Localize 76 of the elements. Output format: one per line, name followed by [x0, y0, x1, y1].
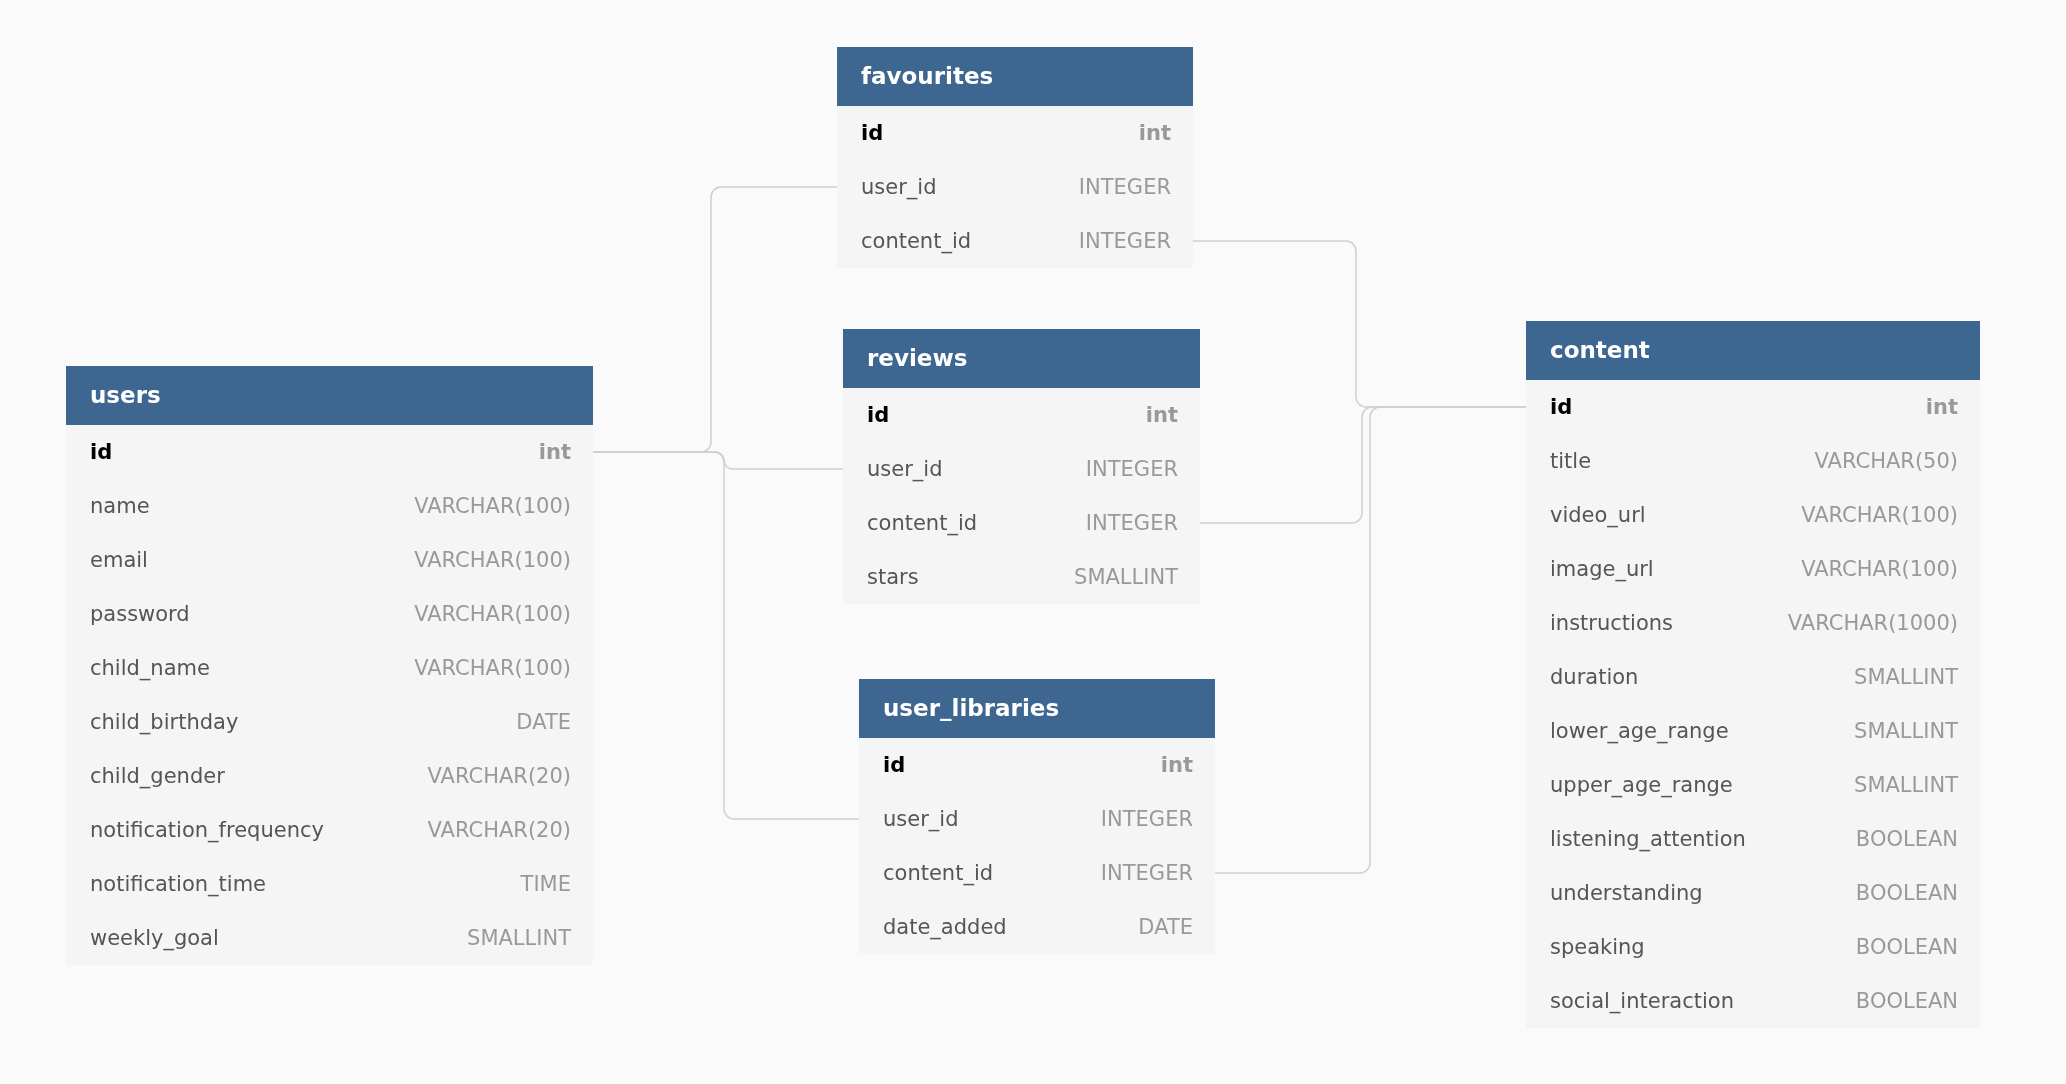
- table-header: content: [1526, 321, 1980, 380]
- column-name: speaking: [1550, 935, 1645, 959]
- column-type: DATE: [516, 710, 571, 734]
- column-name: child_name: [90, 656, 210, 680]
- column-name: child_gender: [90, 764, 225, 788]
- column-type: VARCHAR(100): [414, 548, 571, 572]
- column-type: VARCHAR(100): [414, 494, 571, 518]
- column-type: VARCHAR(100): [1801, 557, 1958, 581]
- column-type: VARCHAR(100): [1801, 503, 1958, 527]
- column-type: BOOLEAN: [1855, 827, 1958, 851]
- column-type: VARCHAR(20): [427, 818, 571, 842]
- table-header: reviews: [843, 329, 1200, 388]
- column-name: listening_attention: [1550, 827, 1746, 851]
- table-card: [66, 366, 593, 965]
- column-type: BOOLEAN: [1855, 935, 1958, 959]
- column-type: TIME: [520, 872, 571, 896]
- column-name: image_url: [1550, 557, 1654, 581]
- column-type: SMALLINT: [1854, 665, 1958, 689]
- column-name: user_id: [861, 175, 937, 199]
- column-name: upper_age_range: [1550, 773, 1733, 797]
- column-type: INTEGER: [1100, 807, 1193, 831]
- column-type: VARCHAR(50): [1814, 449, 1958, 473]
- column-type: INTEGER: [1078, 229, 1171, 253]
- column-type: INTEGER: [1100, 861, 1193, 885]
- column-name: video_url: [1550, 503, 1646, 527]
- column-name: password: [90, 602, 190, 626]
- column-type: BOOLEAN: [1855, 881, 1958, 905]
- column-name: title: [1550, 449, 1592, 473]
- column-name: notification_frequency: [90, 818, 324, 842]
- column-name: child_birthday: [90, 710, 239, 734]
- table-header: user_libraries: [859, 679, 1215, 738]
- column-type: int: [1925, 395, 1958, 419]
- column-type: DATE: [1138, 915, 1193, 939]
- column-name: user_id: [883, 807, 959, 831]
- column-name: duration: [1550, 665, 1639, 689]
- column-name: instructions: [1550, 611, 1673, 635]
- table-header: favourites: [837, 47, 1193, 106]
- column-name: content_id: [861, 229, 972, 253]
- table-card: [843, 329, 1200, 604]
- column-type: BOOLEAN: [1855, 989, 1958, 1013]
- column-type: INTEGER: [1078, 175, 1171, 199]
- column-type: SMALLINT: [1854, 719, 1958, 743]
- column-name: id: [1550, 395, 1573, 419]
- column-name: id: [883, 753, 906, 777]
- column-type: VARCHAR(100): [414, 602, 571, 626]
- column-type: VARCHAR(100): [414, 656, 571, 680]
- column-name: content_id: [883, 861, 994, 885]
- table-card: [859, 679, 1215, 954]
- column-name: social_interaction: [1550, 989, 1734, 1013]
- column-type: INTEGER: [1085, 511, 1178, 535]
- column-name: id: [867, 403, 890, 427]
- column-name: email: [90, 548, 148, 572]
- column-name: date_added: [883, 915, 1007, 939]
- column-type: int: [538, 440, 571, 464]
- column-type: int: [1145, 403, 1178, 427]
- column-type: SMALLINT: [1074, 565, 1178, 589]
- column-name: id: [90, 440, 113, 464]
- column-type: SMALLINT: [1854, 773, 1958, 797]
- column-name: user_id: [867, 457, 943, 481]
- column-name: stars: [867, 565, 919, 589]
- column-name: name: [90, 494, 150, 518]
- column-name: weekly_goal: [90, 926, 219, 950]
- column-name: id: [861, 121, 884, 145]
- table-header: users: [66, 366, 593, 425]
- column-type: VARCHAR(1000): [1787, 611, 1958, 635]
- table-card: [837, 47, 1193, 268]
- column-name: lower_age_range: [1550, 719, 1729, 743]
- column-type: VARCHAR(20): [427, 764, 571, 788]
- table-card: [1526, 321, 1980, 1028]
- column-type: int: [1160, 753, 1193, 777]
- column-name: understanding: [1550, 881, 1703, 905]
- column-name: content_id: [867, 511, 978, 535]
- column-type: INTEGER: [1085, 457, 1178, 481]
- column-type: SMALLINT: [467, 926, 571, 950]
- column-type: int: [1138, 121, 1171, 145]
- column-name: notification_time: [90, 872, 267, 896]
